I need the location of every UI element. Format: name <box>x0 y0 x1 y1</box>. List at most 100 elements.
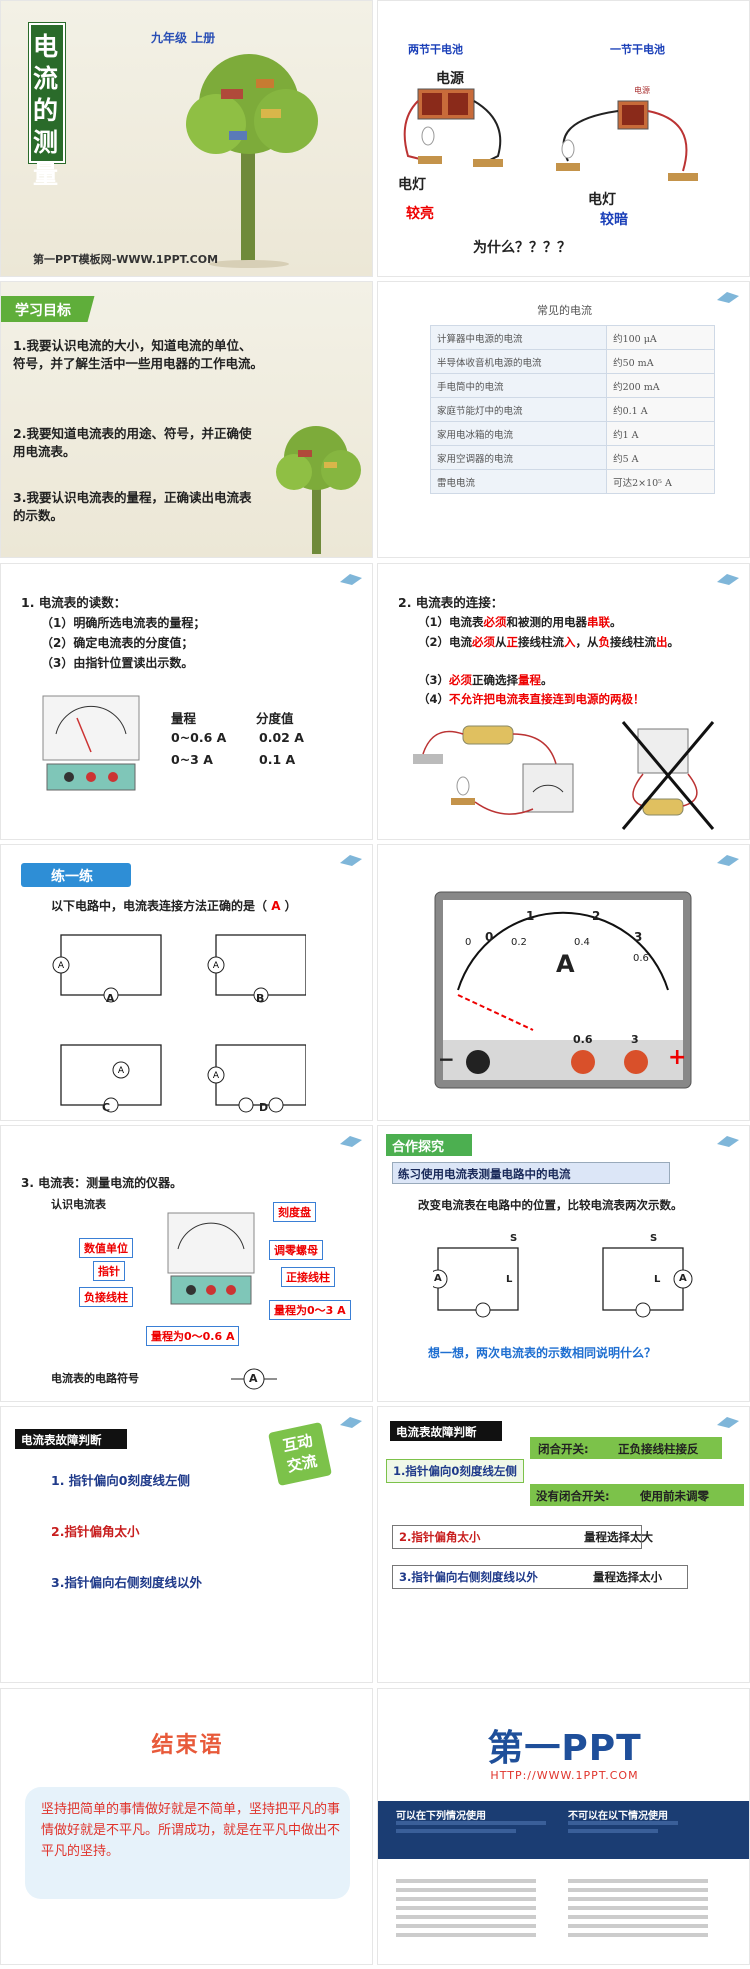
table-cell-device: 家庭节能灯中的电流 <box>429 397 608 422</box>
table-row: 家用空调器的电流约5 A <box>429 445 715 470</box>
slide-cooperative-inquiry[interactable]: 合作探究 练习使用电流表测量电路中的电流 改变电流表在电路中的位置，比较电流表两… <box>377 1125 750 1402</box>
practice-question: 以下电路中，电流表连接方法正确的是（ A ） <box>51 899 297 913</box>
slide-closing[interactable]: 结束语 坚持把简单的事情做好就是不简单，坚持把平凡的事情做好就是不平凡。所谓成功… <box>0 1688 373 1965</box>
callout-range-3: 量程为0～3 A <box>269 1300 351 1320</box>
usage-can-line-1 <box>396 1821 546 1825</box>
tick-2: 2 <box>592 909 601 923</box>
svg-text:A: A <box>58 961 65 971</box>
usage-cannot: 不可以在以下情况使用 <box>568 1811 668 1822</box>
range-row-1: 0~0.6 A <box>171 730 227 745</box>
fault-2-answer: 量程选择太大 <box>584 1530 653 1544</box>
slide-ammeter-reading[interactable]: 1. 电流表的读数： （1）明确所选电流表的量程； （2）确定电流表的分度值； … <box>0 563 373 840</box>
minus-sign: − <box>438 1047 455 1071</box>
rule-1: （1）电流表必须和被测的用电器串联。 <box>418 615 622 629</box>
table-row: 半导体收音机电源的电流约50 mA <box>429 349 715 374</box>
power-label-2: 电源 <box>634 86 650 95</box>
slide-practice[interactable]: 练一练 以下电路中，电流表连接方法正确的是（ A ） A A A A A B C D <box>0 844 373 1121</box>
power-label-1: 电源 <box>436 71 464 87</box>
tree-bookshelf-illustration <box>186 54 318 268</box>
slide-ammeter-dial[interactable]: 0 1 2 3 0 0.2 0.4 0.6 A 0.6 3 − + <box>377 844 750 1121</box>
closed-bar-bg <box>530 1437 722 1459</box>
goals-tag: 学习目标 <box>15 303 71 319</box>
table-cell-current: 约0.1 A <box>606 397 715 422</box>
svg-text:A: A <box>118 1066 125 1076</box>
tick-3: 3 <box>634 930 643 944</box>
practice-tag-bg <box>21 863 131 887</box>
closing-title: 结束语 <box>151 1732 224 1758</box>
question-text: 为什么？？？？ <box>473 240 571 256</box>
slide-ammeter-parts[interactable]: 3. 电流表：测量电流的仪器。 认识电流表 刻度盘 数值单位 调零螺母 指针 正… <box>0 1125 373 1402</box>
slide-ammeter-connection[interactable]: 2. 电流表的连接： （1）电流表必须和被测的用电器串联。 （2）电流必须从正接… <box>377 563 750 840</box>
ppt-logo-icon <box>340 855 362 866</box>
table-cell-current: 可达2×10⁵ A <box>606 469 715 494</box>
grade-label: 九年级 上册 <box>151 31 216 45</box>
parts-subheading: 认识电流表 <box>51 1198 106 1211</box>
option-label-a[interactable]: A <box>106 992 115 1005</box>
option-label-d[interactable]: D <box>259 1101 269 1114</box>
option-label-b[interactable]: B <box>256 992 265 1005</box>
lamp-label-1: 电灯 <box>398 177 426 193</box>
table-row: 雷电电流可达2×10⁵ A <box>429 469 715 494</box>
fault-3: 3.指针偏向右侧刻度线以外 <box>51 1575 202 1590</box>
lamp-right-label: L <box>654 1274 661 1285</box>
open-bar-bg <box>530 1484 744 1506</box>
quote-box <box>25 1787 350 1899</box>
col-range-header: 量程 <box>171 711 197 726</box>
open-answer: 使用前未调零 <box>640 1489 709 1503</box>
ammeter-right-letter: A <box>679 1273 687 1284</box>
goal-3: 3.我要认识电流表的量程，正确读出电流表的示数。 <box>13 490 252 523</box>
ammeter-left-letter: A <box>434 1273 442 1284</box>
table-row: 家庭节能灯中的电流约0.1 A <box>429 397 715 422</box>
connection-heading: 2. 电流表的连接： <box>398 595 504 610</box>
callout-range-06: 量程为0～0.6 A <box>146 1326 240 1346</box>
fault-1: 1. 指针偏向0刻度线左侧 <box>51 1473 190 1488</box>
usage-cannot-line-2 <box>568 1829 658 1833</box>
callout-dial: 刻度盘 <box>273 1202 316 1222</box>
unit-a: A <box>556 950 575 978</box>
ppt-logo-icon <box>717 855 739 866</box>
interact-badge: 互动交流 <box>281 1431 319 1476</box>
fault-2-box: 2.指针偏角太小 <box>392 1525 642 1549</box>
links-right[interactable] <box>568 1874 708 1942</box>
ppt-logo-icon <box>717 1417 739 1428</box>
think-question: 想一想，两次电流表的示数相同说明什么？ <box>428 1346 657 1360</box>
parts-heading: 3. 电流表：测量电流的仪器。 <box>21 1176 183 1190</box>
four-circuit-diagrams: A A A A <box>52 934 306 1113</box>
inquiry-text: 改变电流表在电路中的位置，比较电流表两次示数。 <box>418 1198 683 1212</box>
slide-title[interactable]: 电流的测量 九年级 上册 第一PPT模板网-WWW.1PPT.COM <box>0 0 373 277</box>
table-cell-current: 约1 A <box>606 421 715 446</box>
tick-small-2: 0.4 <box>574 937 590 948</box>
brand-url[interactable]: HTTP://WWW.1PPT.COM <box>490 1769 639 1782</box>
practice-tag: 练一练 <box>51 869 93 885</box>
table-title: 常见的电流 <box>537 304 592 317</box>
table-cell-device: 雷电电流 <box>429 469 608 494</box>
ammeter-face <box>434 891 692 1089</box>
table-cell-current: 约5 A <box>606 445 715 470</box>
ppt-logo-icon <box>340 1136 362 1147</box>
ppt-logo-icon <box>340 574 362 585</box>
switch-left-label: S <box>510 1233 518 1244</box>
closing-quote: 坚持把简单的事情做好就是不简单，坚持把平凡的事情做好就是不平凡。所谓成功，就是在… <box>41 1802 341 1859</box>
svg-text:A: A <box>213 1071 220 1081</box>
ppt-logo-icon <box>340 1417 362 1428</box>
closed-answer: 正负接线柱接反 <box>618 1442 699 1456</box>
slide-brand[interactable]: 第一PPT HTTP://WWW.1PPT.COM 可以在下列情况使用 不可以在… <box>377 1688 750 1965</box>
ppt-logo-icon <box>717 574 739 585</box>
reading-heading: 1. 电流表的读数： <box>21 595 127 610</box>
inquiry-bar: 练习使用电流表测量电路中的电流 <box>398 1167 571 1181</box>
lamp-left-label: L <box>506 1274 513 1285</box>
callout-unit: 数值单位 <box>79 1238 133 1258</box>
slide-fault-answers[interactable]: 电流表故障判断 闭合开关: 正负接线柱接反 1.指针偏向0刻度线左侧 没有闭合开… <box>377 1406 750 1683</box>
slide-battery-comparison[interactable]: 两节干电池 一节干电池 电源 电源 电灯 电灯 较亮 较暗 为什么？？？？ <box>377 0 750 277</box>
slide-learning-goals[interactable]: 学习目标 1.我要认识电流的大小，知道电流的单位、符号，并了解生活中一些用电器的… <box>0 281 373 558</box>
links-left[interactable] <box>396 1874 536 1942</box>
option-label-c[interactable]: C <box>102 1101 111 1114</box>
usage-cannot-line-1 <box>568 1821 678 1825</box>
table-row: 手电筒中的电流约200 mA <box>429 373 715 398</box>
rule-4: （4）不允许把电流表直接连到电源的两极！ <box>418 692 645 706</box>
brand-logo: 第一PPT <box>487 1728 642 1769</box>
slide-fault-questions[interactable]: 电流表故障判断 互动交流 1. 指针偏向0刻度线左侧 2.指针偏角太小 3.指针… <box>0 1406 373 1683</box>
usage-can: 可以在下列情况使用 <box>396 1811 486 1822</box>
terminal-label-3: 3 <box>631 1033 639 1046</box>
